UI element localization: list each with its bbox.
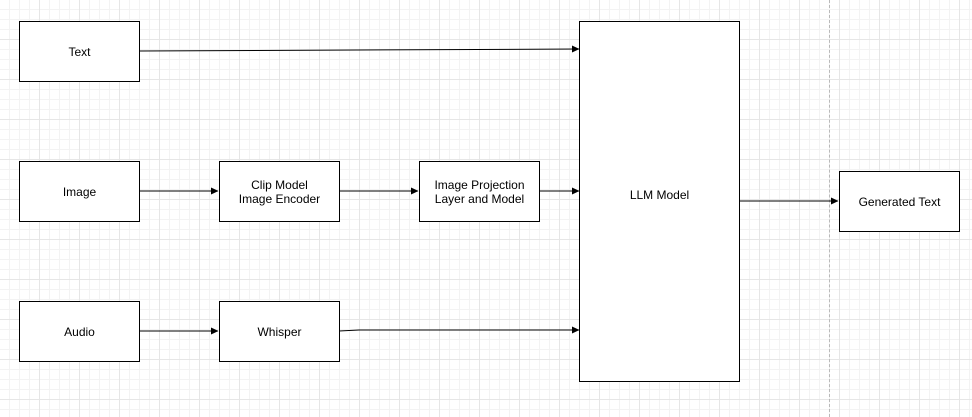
page-break-line bbox=[829, 0, 830, 417]
image-projection-node[interactable]: Image Projection Layer and Model bbox=[419, 161, 540, 222]
audio-node[interactable]: Audio bbox=[19, 301, 140, 362]
image-node[interactable]: Image bbox=[19, 161, 140, 222]
llm-model-node[interactable]: LLM Model bbox=[579, 21, 740, 382]
edge-text-to-llm[interactable] bbox=[138, 45, 580, 53]
text-node[interactable]: Text bbox=[19, 21, 140, 82]
whisper-node[interactable]: Whisper bbox=[219, 301, 340, 362]
generated-text-node[interactable]: Generated Text bbox=[839, 171, 960, 232]
clip-encoder-node[interactable]: Clip Model Image Encoder bbox=[219, 161, 340, 222]
edge-whisper-to-llm[interactable] bbox=[338, 326, 580, 334]
